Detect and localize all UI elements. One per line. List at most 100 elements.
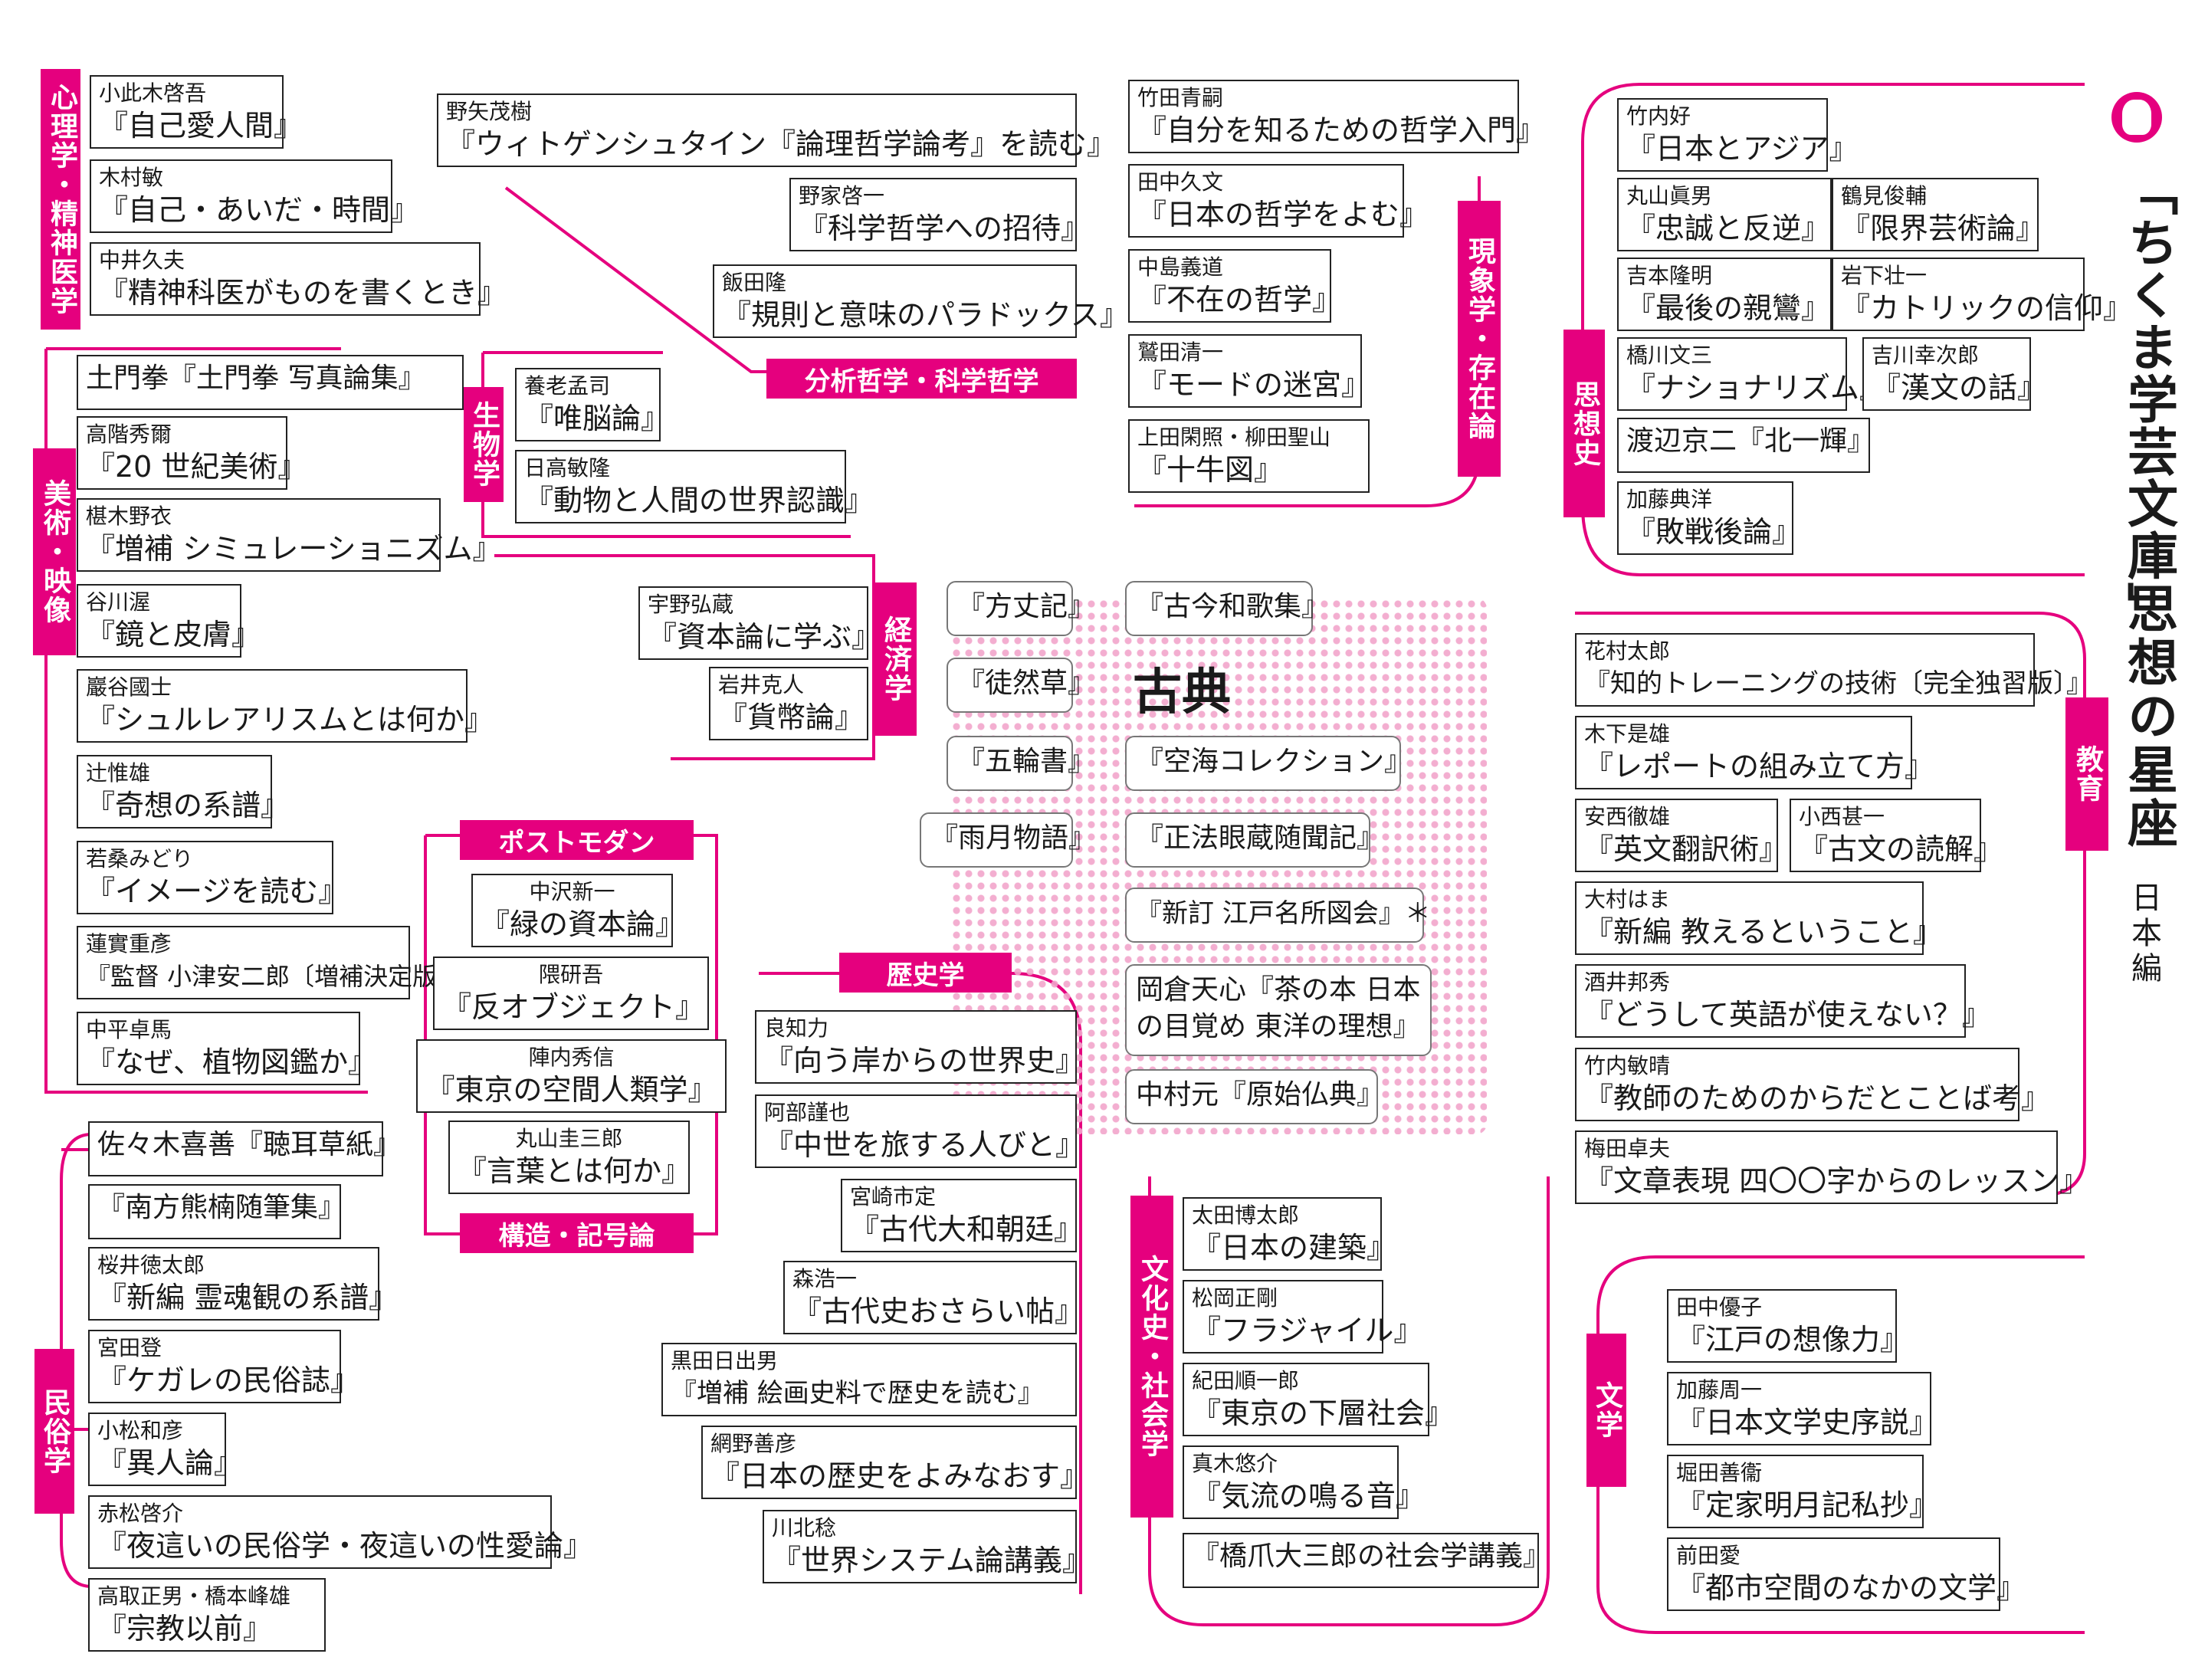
book-card[interactable]: 竹田青嗣『自分を知るための哲学入門』 (1128, 80, 1545, 153)
book-card[interactable]: 『南方熊楠随筆集』 (88, 1184, 346, 1239)
book-card[interactable]: 辻惟雄『奇想の系譜』 (77, 755, 290, 829)
book-author: 宇野弘蔵 (648, 592, 734, 617)
book-author: 田中優子 (1676, 1294, 1763, 1320)
book-card[interactable]: 酒井邦秀『どうして英語が使えない？』 (1575, 964, 1991, 1038)
classic-tsurezuregusa[interactable]: 『徒然草』 (947, 658, 1095, 713)
book-card[interactable]: 養老孟司『唯脳論』 (515, 368, 670, 441)
book-card[interactable]: 中島義道『不在の哲学』 (1128, 249, 1341, 323)
book-card[interactable]: 桜井徳太郎『新編 霊魂観の系譜』 (88, 1247, 398, 1321)
book-card[interactable]: 日高敏隆『動物と人間の世界認識』 (515, 450, 874, 523)
book-card[interactable]: 高階秀爾『20 世紀美術』 (77, 416, 307, 490)
book-card[interactable]: 蓮實重彥『監督 小津安二郎〔増補決定版〕』 (77, 926, 474, 999)
book-author: 竹内敏晴 (1584, 1053, 1671, 1078)
book-card[interactable]: 真木悠介『気流の鳴る音』 (1183, 1445, 1425, 1519)
category-analytic-philosophy: 分析哲学・科学哲学 (766, 359, 1077, 399)
category-education: 教育 (2065, 697, 2108, 851)
book-card[interactable]: 大村はま『新編 教えるということ』 (1575, 881, 1942, 955)
book-card[interactable]: 竹内敏晴『教師のためのからだとことば考』 (1575, 1048, 2050, 1121)
classic-kokinwakashu[interactable]: 『古今和歌集』 (1125, 581, 1329, 636)
category-psychology: 心理学・精神医学 (42, 69, 80, 330)
book-card[interactable]: 小松和彦『異人論』 (88, 1413, 243, 1486)
book-card[interactable]: 丸山圭三郎『言葉とは何か』 (448, 1121, 691, 1194)
book-card[interactable]: 宇野弘蔵『資本論に学ぶ』 (638, 586, 881, 660)
book-title: 『古代史おさらい帖』 (792, 1294, 1084, 1328)
book-card[interactable]: 巖谷國士『シュルレアリスムとは何か』 (77, 669, 494, 743)
book-card[interactable]: 花村太郎『知的トレーニングの技術〔完全独習版〕』 (1575, 633, 2092, 707)
book-card[interactable]: 梅田卓夫『文章表現 四〇〇字からのレッスン』 (1575, 1130, 2088, 1204)
book-card[interactable]: 加藤典洋『敗戦後論』 (1617, 481, 1801, 555)
book-card[interactable]: 田中久文『日本の哲学をよむ』 (1128, 164, 1429, 238)
book-card[interactable]: 高取正男・橋本峰雄『宗教以前』 (88, 1578, 326, 1652)
book-card[interactable]: 良知力『向う岸からの世界史』 (755, 1010, 1084, 1084)
book-card[interactable]: 宮崎市定『古代大和朝廷』 (841, 1179, 1083, 1252)
book-card[interactable]: 木下是雄『レポートの組み立て方』 (1575, 716, 1934, 789)
book-card[interactable]: 野矢茂樹『ウィトゲンシュタイン『論理哲学論考』を読む』 (437, 94, 1116, 167)
classic-hojoki[interactable]: 『方丈記』 (947, 581, 1095, 636)
book-card[interactable]: 吉川幸次郎『漢文の話』 (1862, 337, 2046, 411)
book-card[interactable]: 黒田日出男『増補 絵画史料で歴史を読む』 (661, 1343, 1077, 1416)
book-card[interactable]: 橋川文三『ナショナリズム』 (1617, 337, 1888, 411)
book-card[interactable]: 鷲田清一『モードの迷宮』 (1128, 334, 1370, 408)
book-author: 蓮實重彥 (86, 931, 172, 956)
book-card[interactable]: 紀田順一郎『東京の下層社会』 (1183, 1363, 1454, 1436)
category-literature: 文学 (1586, 1334, 1626, 1487)
book-card[interactable]: 椹木野衣『増補 シミュレーショニズム』 (77, 498, 502, 572)
book-card[interactable]: 小西甚一『古文の読解』 (1790, 799, 2003, 872)
book-card[interactable]: 渡辺京二『北一輝』 (1617, 418, 1875, 473)
classic-edo-meisho-zue[interactable]: 『新訂 江戸名所図会』＊ (1125, 888, 1431, 943)
book-card[interactable]: 岩井克人『貨幣論』 (709, 667, 868, 740)
classic-kukai-collection[interactable]: 『空海コレクション』 (1125, 736, 1412, 791)
book-card[interactable]: 宮田登『ケガレの民俗誌』 (88, 1330, 359, 1403)
book-card[interactable]: 土門拳『土門拳 写真論集』 (77, 355, 464, 410)
book-author: 阿部謹也 (764, 1100, 851, 1125)
book-author: 竹内好 (1626, 103, 1691, 129)
classic-ugetsu-monogatari[interactable]: 『雨月物語』 (920, 812, 1096, 868)
book-card[interactable]: 小此木啓吾『自己愛人間』 (90, 75, 303, 149)
book-card[interactable]: 佐々木喜善『聴耳草紙』 (88, 1121, 401, 1176)
book-card[interactable]: 網野善彦『日本の歴史をよみなおす』 (701, 1426, 1089, 1499)
classic-gorinsho[interactable]: 『五輪書』 (947, 736, 1095, 791)
category-folklore: 民俗学 (34, 1349, 74, 1514)
classic-nakamura-genshi-butten[interactable]: 中村元『原始仏典』 (1125, 1069, 1384, 1124)
book-card[interactable]: 太田博太郎『日本の建築』 (1183, 1197, 1396, 1271)
book-card[interactable]: 陣内秀信『東京の空間人類学』 (416, 1039, 727, 1113)
book-card[interactable]: 鶴見俊輔『限界芸術論』 (1832, 178, 2045, 251)
book-title: 『都市空間のなかの文学』 (1676, 1571, 2026, 1605)
book-card[interactable]: 中平卓馬『なぜ、植物図鑑か』 (77, 1012, 377, 1085)
book-card[interactable]: 中沢新一『緑の資本論』 (471, 874, 684, 947)
book-card[interactable]: 前田愛『都市空間のなかの文学』 (1667, 1537, 2026, 1611)
book-card[interactable]: 赤松啓介『夜這いの民俗学・夜這いの性愛論』 (88, 1495, 592, 1569)
category-intellectual-history: 思想史 (1563, 330, 1605, 517)
book-card[interactable]: 中井久夫『精神科医がものを書くとき』 (90, 242, 507, 316)
book-card[interactable]: 吉本隆明『最後の親鸞』 (1617, 258, 1832, 331)
book-card[interactable]: 森浩一『古代史おさらい帖』 (783, 1261, 1084, 1334)
classic-shobogenzo-zuimonki[interactable]: 『正法眼蔵随聞記』 (1125, 812, 1384, 868)
book-card[interactable]: 谷川渥『鏡と皮膚』 (77, 584, 261, 658)
book-card[interactable]: 川北稔『世界システム論講義』 (763, 1510, 1091, 1583)
book-card[interactable]: 阿部謹也『中世を旅する人びと』 (755, 1094, 1084, 1168)
book-card[interactable]: 飯田隆『規則と意味のパラドックス』 (713, 264, 1129, 338)
book-card[interactable]: 松岡正剛『フラジャイル』 (1183, 1280, 1422, 1354)
book-card[interactable]: 加藤周一『日本文学史序説』 (1667, 1372, 1938, 1445)
book-card[interactable]: 『橋爪大三郎の社会学講義』 (1183, 1533, 1550, 1588)
book-card[interactable]: 野家啓一『科学哲学への招待』 (789, 178, 1090, 251)
book-card[interactable]: 丸山眞男『忠誠と反逆』 (1617, 178, 1832, 251)
book-card[interactable]: 上田閑照・柳田聖山『十牛図』 (1128, 419, 1370, 493)
classic-okakura-tea[interactable]: 岡倉天心『茶の本 日本の目覚め 東洋の理想』 (1125, 964, 1432, 1056)
book-card[interactable]: 安西徹雄『英文翻訳術』 (1575, 799, 1788, 872)
book-card[interactable]: 若桑みどり『イメージを読む』 (77, 841, 347, 914)
book-card[interactable]: 田中優子『江戸の想像力』 (1667, 1289, 1909, 1363)
book-card[interactable]: 木村敏『自己・あいだ・時間』 (90, 159, 419, 233)
book-author: 椹木野衣 (86, 504, 172, 529)
category-economics: 経済学 (874, 582, 917, 736)
book-card[interactable]: 岩下壮一『カトリックの信仰』 (1832, 258, 2132, 331)
book-card[interactable]: 堀田善衞『定家明月記私抄』 (1667, 1455, 1938, 1528)
book-title: 『どうして英語が使えない？』 (1584, 998, 1991, 1032)
book-card[interactable]: 隈研吾『反オブジェクト』 (433, 956, 709, 1030)
book-card[interactable]: 竹内好『日本とアジア』 (1617, 98, 1858, 172)
book-author: 若桑みどり (86, 846, 194, 871)
category-biology: 生物学 (464, 387, 504, 502)
book-line: 『南方熊楠随筆集』 (97, 1192, 346, 1223)
book-author: 野矢茂樹 (446, 99, 533, 124)
book-author: 松岡正剛 (1192, 1285, 1278, 1311)
